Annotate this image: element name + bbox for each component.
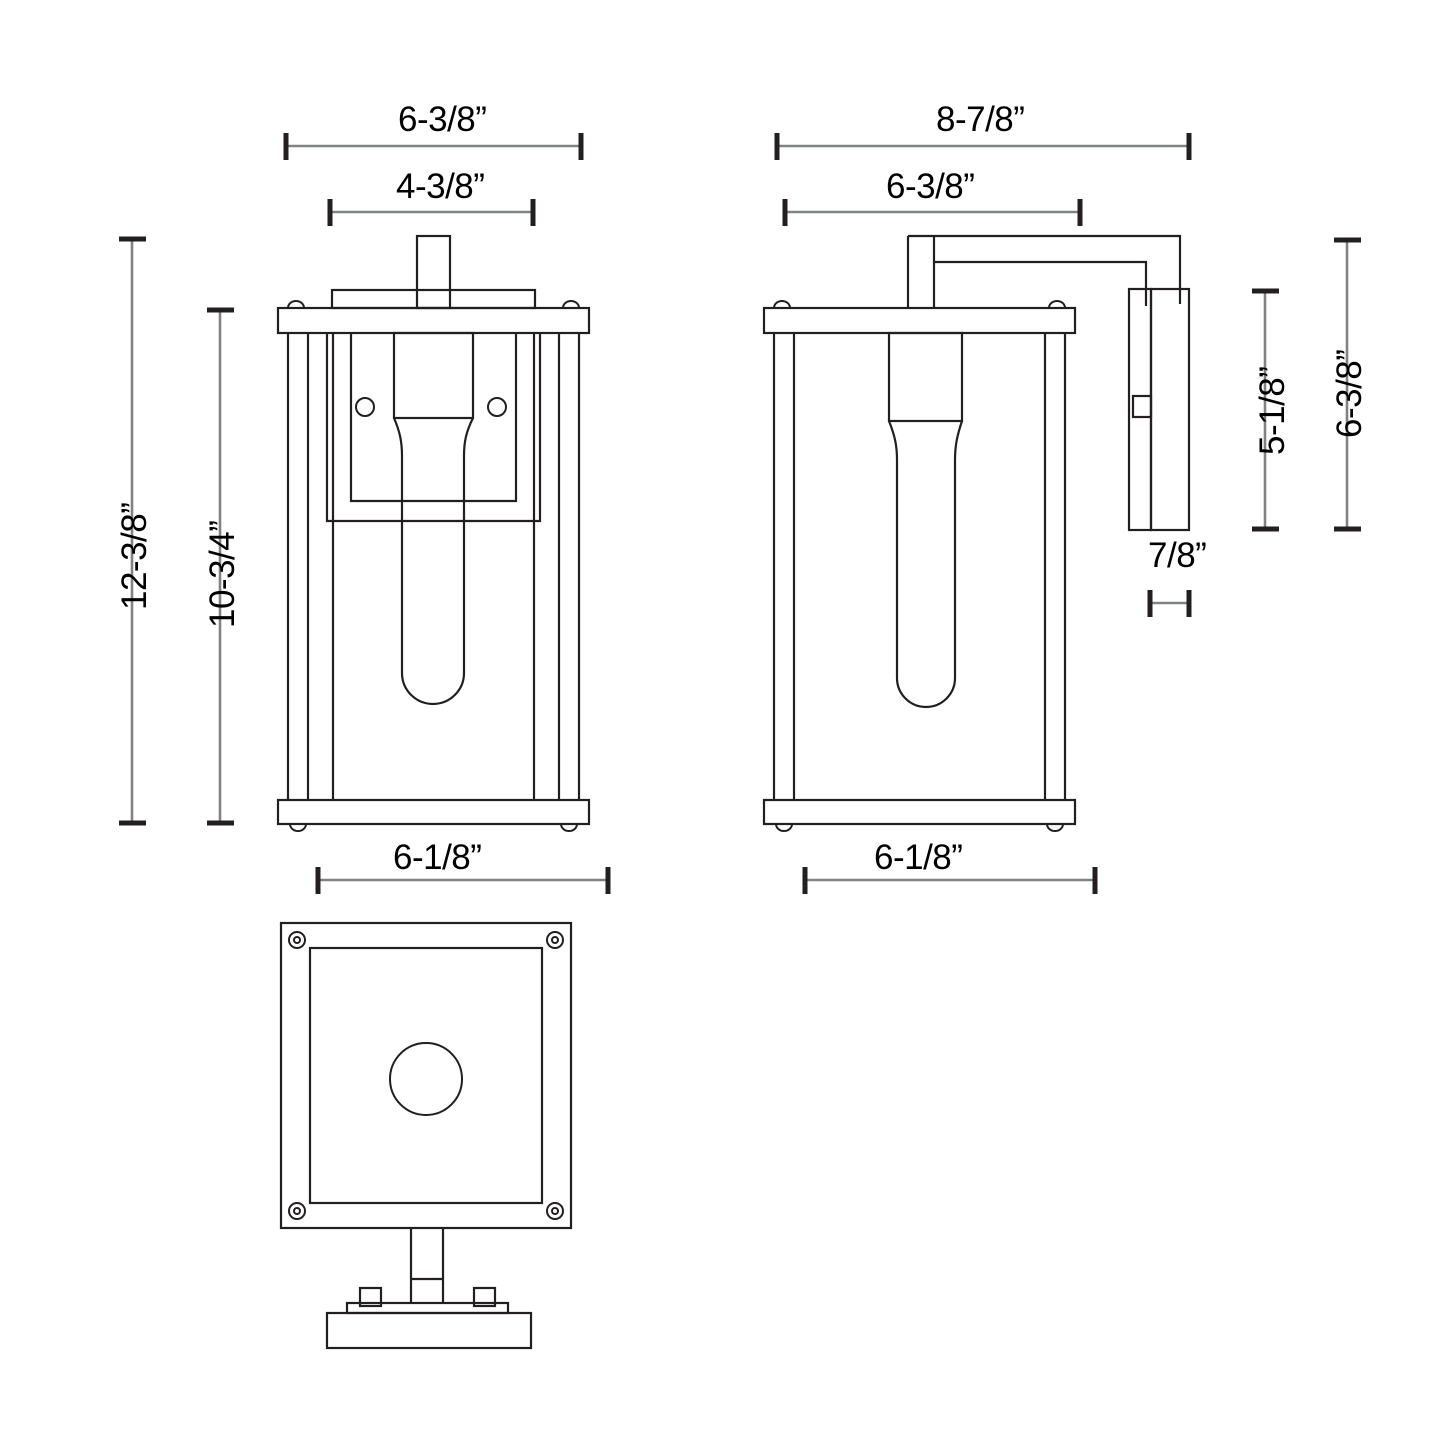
dim-side-backplate-inner (1252, 288, 1279, 532)
plan-screw-top-right-center (551, 936, 559, 944)
side-arm-inner (934, 260, 1148, 306)
dim-front-body-height (207, 307, 234, 826)
side-cap-bump-right (1048, 300, 1066, 309)
front-foot-right (560, 823, 578, 832)
plan-center-aperture (389, 1042, 463, 1116)
dim-label-side-arm-depth: 6-3/8” (886, 167, 975, 206)
front-bulb (392, 417, 474, 706)
dim-label-side-backplate-outer: 6-3/8” (1330, 349, 1369, 438)
dim-side-backplate-thickness (1147, 590, 1192, 617)
plan-screw-bottom-left (288, 1202, 306, 1220)
front-socket-bracket-inner (349, 333, 518, 503)
side-wall-plate-tab (1131, 394, 1153, 419)
side-arm-outer (908, 234, 1182, 304)
front-base-plate (276, 798, 591, 826)
front-elevation-view (276, 234, 591, 832)
plan-inner-frame (308, 946, 544, 1205)
dim-front-bottom-width (315, 867, 611, 894)
plan-screw-top-right (546, 931, 564, 949)
dim-side-bottom-width (802, 867, 1098, 894)
dim-label-front-body-height: 10-3/4” (203, 520, 242, 628)
front-bracket-screw-right (487, 397, 507, 417)
plan-wall-base-plate (325, 1311, 533, 1350)
front-socket-bracket-outer (325, 333, 542, 523)
side-base-plate (762, 798, 1077, 826)
front-bracket-screw-left (355, 397, 375, 417)
side-foot-right (1046, 823, 1064, 832)
dim-side-arm-depth (782, 199, 1083, 226)
dim-label-side-backplate-inner: 5-1/8” (1253, 366, 1292, 455)
plan-screw-bottom-left-center (293, 1207, 301, 1215)
side-foot-left (775, 823, 793, 832)
dim-side-overall-depth (774, 133, 1192, 160)
side-socket-body (887, 331, 964, 423)
side-cap-bump-left (773, 300, 791, 309)
dim-front-top-overall (283, 133, 584, 160)
dim-label-front-top-overall: 6-3/8” (398, 100, 487, 139)
front-cap-bump-right (562, 300, 580, 309)
front-foot-left (289, 823, 307, 832)
plan-mount-tab-left (358, 1286, 383, 1308)
dim-label-front-bottom-width: 6-1/8” (393, 838, 482, 877)
plan-outer-frame (279, 921, 573, 1230)
plan-screw-top-left (288, 931, 306, 949)
dim-label-front-top-inner: 4-3/8” (396, 167, 485, 206)
plan-mount-tab-right (472, 1286, 497, 1308)
front-cap-bump-left (287, 300, 305, 309)
plan-screw-top-left-center (293, 936, 301, 944)
plan-screw-bottom-right-center (551, 1207, 559, 1215)
dim-label-side-bottom-width: 6-1/8” (874, 838, 963, 877)
dim-side-backplate-outer (1334, 237, 1361, 532)
dim-front-top-inner (327, 199, 536, 226)
dim-label-front-overall-height: 12-3/8” (115, 502, 154, 610)
dim-front-overall-height (119, 236, 146, 826)
dim-label-side-overall-depth: 8-7/8” (936, 100, 1025, 139)
top-plan-view (279, 921, 573, 1350)
front-socket-body (392, 331, 475, 420)
side-bulb (887, 420, 964, 709)
side-elevation-view (762, 234, 1191, 832)
dim-label-side-backplate-thickness: 7/8” (1148, 536, 1207, 575)
plan-screw-bottom-right (546, 1202, 564, 1220)
